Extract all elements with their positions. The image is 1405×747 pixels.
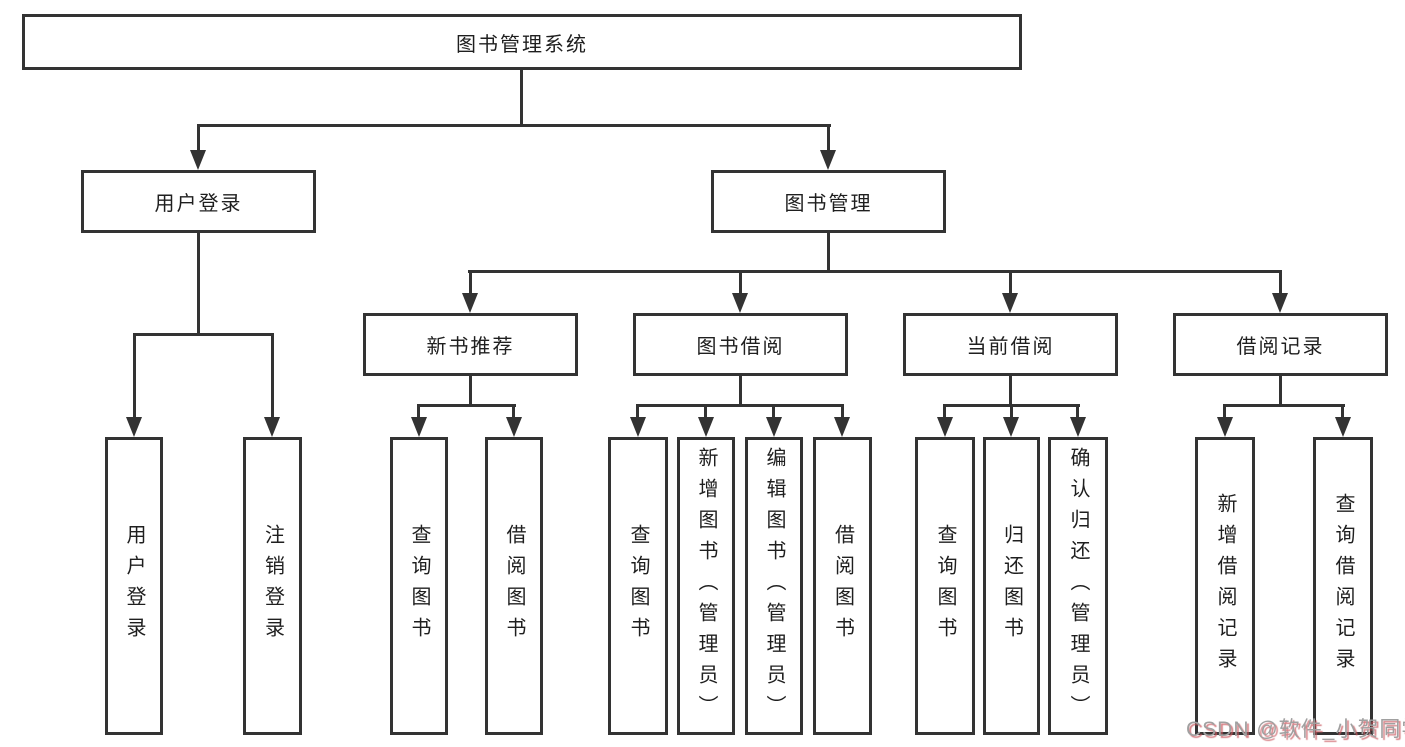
connector-arrow-borrow-record-shaft	[1279, 270, 1282, 295]
node-book-borrowing: 图书借阅	[633, 313, 848, 376]
connector-arrow-leaf-login-shaft	[133, 333, 136, 419]
node-book-management: 图书管理	[711, 170, 946, 233]
leaf-user-login: 用户登录	[105, 437, 163, 735]
connector-root-stub	[520, 70, 523, 127]
node-new-book-recommend: 新书推荐	[363, 313, 578, 376]
leaf-borrow-edit-books-admin: 编辑图书（管理员）	[745, 437, 803, 735]
connector-arrow-shaft	[943, 404, 946, 419]
arrow-down-icon	[1002, 293, 1018, 313]
arrow-down-icon	[462, 293, 478, 313]
leaf-newbook-borrow-books: 借阅图书	[485, 437, 543, 735]
arrow-down-icon	[937, 417, 953, 437]
leaf-current-return-books: 归还图书	[983, 437, 1040, 735]
connector-user-login-hline	[133, 333, 274, 336]
arrow-down-icon	[1003, 417, 1019, 437]
csdn-watermark: CSDN @软件_小贺同学	[1186, 718, 1405, 741]
connector-book-borrow-stub	[739, 376, 742, 407]
connector-arrow-shaft	[1223, 404, 1226, 419]
connector-arrow-shaft	[704, 404, 707, 419]
arrow-down-icon	[1335, 417, 1351, 437]
connector-borrow-record-hline	[1223, 404, 1345, 407]
connector-arrow-user-login-shaft	[197, 124, 200, 152]
arrow-down-icon	[506, 417, 522, 437]
arrow-down-icon	[820, 150, 836, 170]
connector-new-book-hline	[417, 404, 516, 407]
connector-arrow-shaft	[636, 404, 639, 419]
connector-borrow-record-stub	[1279, 376, 1282, 407]
connector-current-borrow-stub	[1009, 376, 1012, 407]
arrow-down-icon	[264, 417, 280, 437]
leaf-borrow-query-books: 查询图书	[608, 437, 668, 735]
connector-arrow-shaft	[1010, 404, 1013, 419]
leaf-borrow-borrow-books: 借阅图书	[813, 437, 872, 735]
leaf-logout-login: 注销登录	[243, 437, 302, 735]
arrow-down-icon	[1217, 417, 1233, 437]
arrow-down-icon	[834, 417, 850, 437]
connector-book-borrow-hline	[636, 404, 844, 407]
arrow-down-icon	[190, 150, 206, 170]
connector-arrow-leaf-logout-shaft	[271, 333, 274, 419]
arrow-down-icon	[126, 417, 142, 437]
arrow-down-icon	[766, 417, 782, 437]
node-user-login: 用户登录	[81, 170, 316, 233]
connector-arrow-shaft	[1341, 404, 1344, 419]
leaf-record-query-borrow-record: 查询借阅记录	[1313, 437, 1373, 735]
connector-arrow-new-book-shaft	[469, 270, 472, 295]
connector-arrow-shaft	[841, 404, 844, 419]
connector-book-mgmt-stub	[827, 233, 830, 273]
arrow-down-icon	[732, 293, 748, 313]
connector-user-login-stub	[197, 233, 200, 336]
leaf-current-query-books: 查询图书	[915, 437, 975, 735]
arrow-down-icon	[698, 417, 714, 437]
connector-arrow-shaft	[417, 404, 420, 419]
connector-arrow-shaft	[512, 404, 515, 419]
leaf-borrow-add-books-admin: 新增图书（管理员）	[677, 437, 735, 735]
arrow-down-icon	[1070, 417, 1086, 437]
node-borrowing-records: 借阅记录	[1173, 313, 1388, 376]
connector-arrow-current-borrow-shaft	[1009, 270, 1012, 295]
arrow-down-icon	[411, 417, 427, 437]
leaf-newbook-query-books: 查询图书	[390, 437, 448, 735]
connector-new-book-stub	[469, 376, 472, 407]
connector-arrow-book-mgmt-shaft	[827, 124, 830, 152]
node-library-management-system: 图书管理系统	[22, 14, 1022, 70]
leaf-current-confirm-return-admin: 确认归还（管理员）	[1048, 437, 1108, 735]
leaf-record-add-borrow-record: 新增借阅记录	[1195, 437, 1255, 735]
arrow-down-icon	[630, 417, 646, 437]
arrow-down-icon	[1272, 293, 1288, 313]
connector-arrow-book-borrow-shaft	[739, 270, 742, 295]
connector-arrow-shaft	[772, 404, 775, 419]
connector-root-hline	[198, 124, 831, 127]
connector-book-mgmt-hline	[468, 270, 1282, 273]
node-current-borrowing: 当前借阅	[903, 313, 1118, 376]
connector-arrow-shaft	[1076, 404, 1079, 419]
